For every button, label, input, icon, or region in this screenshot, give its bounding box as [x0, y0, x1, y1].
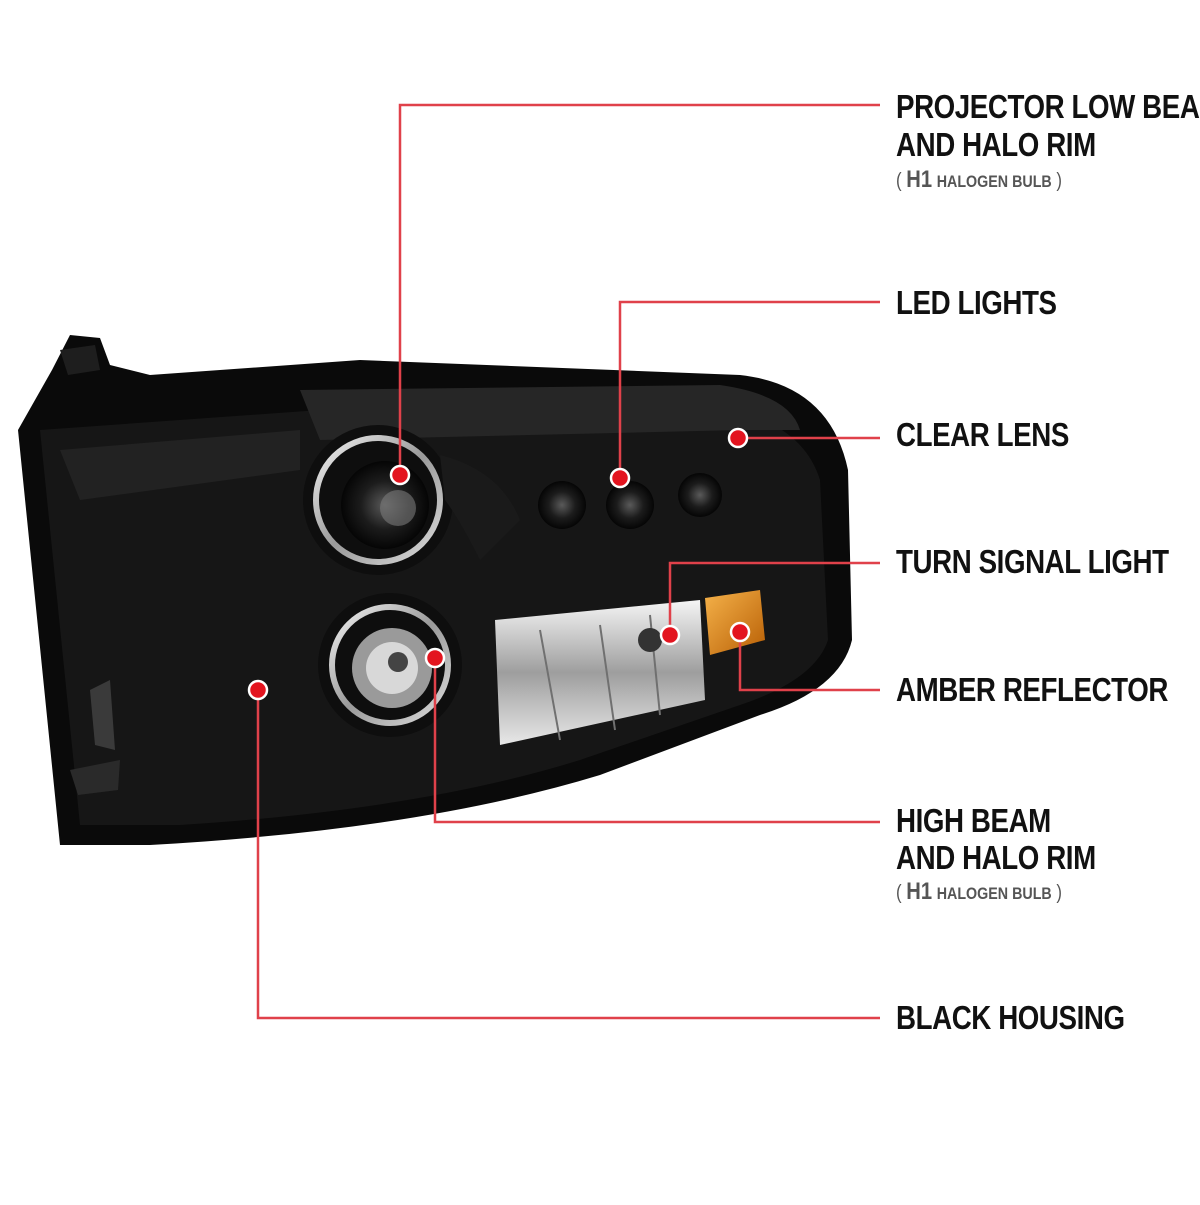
projector-low-beam-label: PROJECTOR LOW BEAM	[896, 88, 1200, 125]
callout-dot	[389, 464, 411, 486]
leader-line	[398, 103, 880, 475]
amber-reflector-shape	[705, 590, 765, 655]
callout-dot	[729, 621, 751, 643]
amber-reflector-label: AMBER REFLECTOR	[896, 671, 1168, 708]
led-lights-label: LED LIGHTS	[896, 284, 1057, 321]
callout-dot	[247, 679, 269, 701]
led-lights-shape	[538, 473, 722, 529]
projector-low-beam-bulb-note: ( H1 HALOGEN BULB )	[896, 166, 1063, 193]
callout-dot	[659, 624, 681, 646]
callout-dot	[424, 647, 446, 669]
high-beam-shape	[318, 593, 462, 737]
turn-signal-label: TURN SIGNAL LIGHT	[896, 543, 1169, 580]
black-housing-label: BLACK HOUSING	[896, 999, 1125, 1036]
leader-line	[618, 300, 880, 478]
callout-dot	[727, 427, 749, 449]
callout-dots	[247, 427, 751, 701]
projector-low-beam-label-line2: AND HALO RIM	[896, 126, 1096, 163]
high-beam-bulb-note: ( H1 HALOGEN BULB )	[896, 878, 1063, 905]
clear-lens-label: CLEAR LENS	[896, 416, 1069, 453]
high-beam-label-line2: AND HALO RIM	[896, 839, 1096, 876]
projector-low-beam-shape	[303, 425, 520, 575]
turn-signal-shape	[495, 600, 705, 745]
leader-line	[738, 632, 880, 692]
leader-line	[668, 561, 880, 635]
leader-lines	[256, 103, 880, 1020]
leader-line	[256, 690, 880, 1020]
leader-line	[433, 658, 880, 824]
high-beam-label: HIGH BEAM	[896, 802, 1051, 839]
callout-dot	[609, 467, 631, 489]
